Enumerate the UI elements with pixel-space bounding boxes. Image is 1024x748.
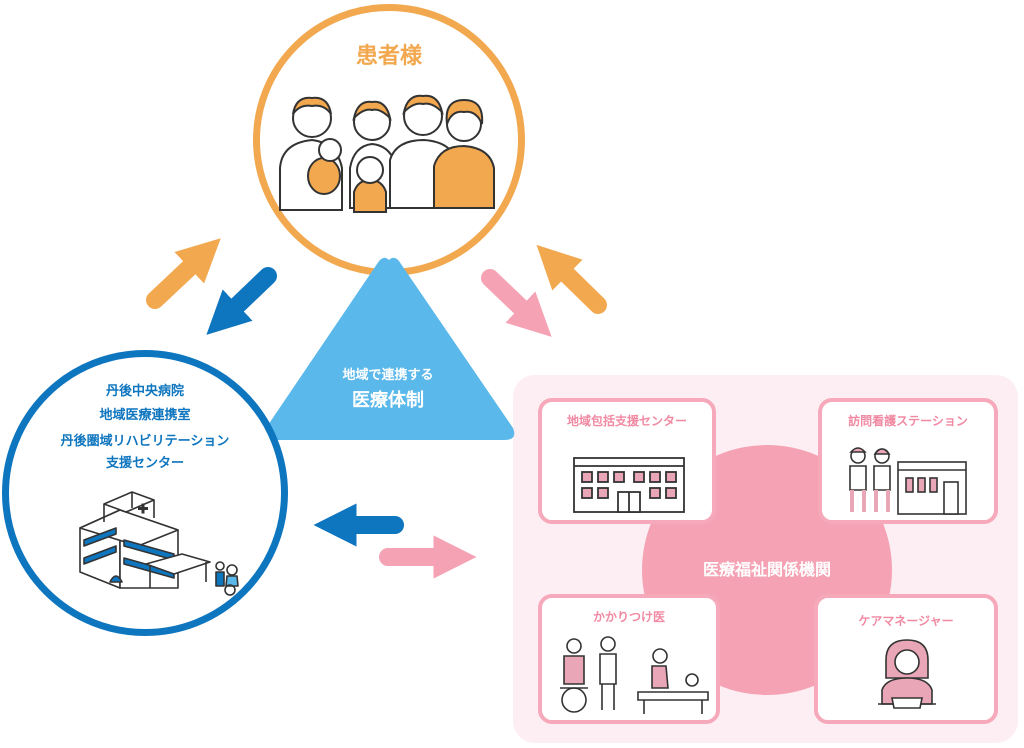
welfare-hub-label: 医療福祉関係機関 — [702, 560, 831, 579]
center-triangle — [264, 257, 515, 440]
center-line1: 地域で連携する — [342, 368, 434, 383]
nurses-station-icon — [849, 447, 967, 515]
card-care-manager: ケアマネージャー — [814, 594, 998, 724]
card-visiting-nurse-station-label: 訪問看護ステーション — [848, 414, 968, 428]
office-building-icon — [573, 457, 685, 513]
card-visiting-nurse-station: 訪問看護ステーション — [818, 398, 998, 524]
arrow-patient-to-welfare — [481, 269, 552, 337]
card-family-doctor: かかりつけ医 — [538, 594, 720, 724]
hospital-line3: 丹後圏域リハビリテーション — [60, 434, 230, 449]
card-family-doctor-label: かかりつけ医 — [592, 610, 666, 624]
hospital-line1: 丹後中央病院 — [105, 384, 184, 399]
arrow-hospital-to-patient — [146, 238, 221, 309]
patient-label: 患者様 — [355, 44, 422, 69]
doctor-care-icon — [560, 636, 709, 714]
arrow-welfare-to-patient — [536, 244, 607, 314]
card-care-manager-label: ケアマネージャー — [858, 614, 954, 628]
hospital-building-illustration — [79, 491, 239, 596]
arrow-patient-to-hospital — [206, 267, 277, 335]
family-illustration — [279, 94, 495, 213]
hospital-line2: 地域医療連携室 — [99, 408, 191, 423]
center-line2: 医療体制 — [352, 390, 424, 411]
card-community-support-center-label: 地域包括支援センター — [566, 414, 687, 428]
hospital-line4: 支援センター — [105, 456, 184, 471]
care-manager-icon — [878, 639, 936, 709]
card-community-support-center: 地域包括支援センター — [538, 398, 716, 524]
hospital-circle — [2, 350, 288, 636]
